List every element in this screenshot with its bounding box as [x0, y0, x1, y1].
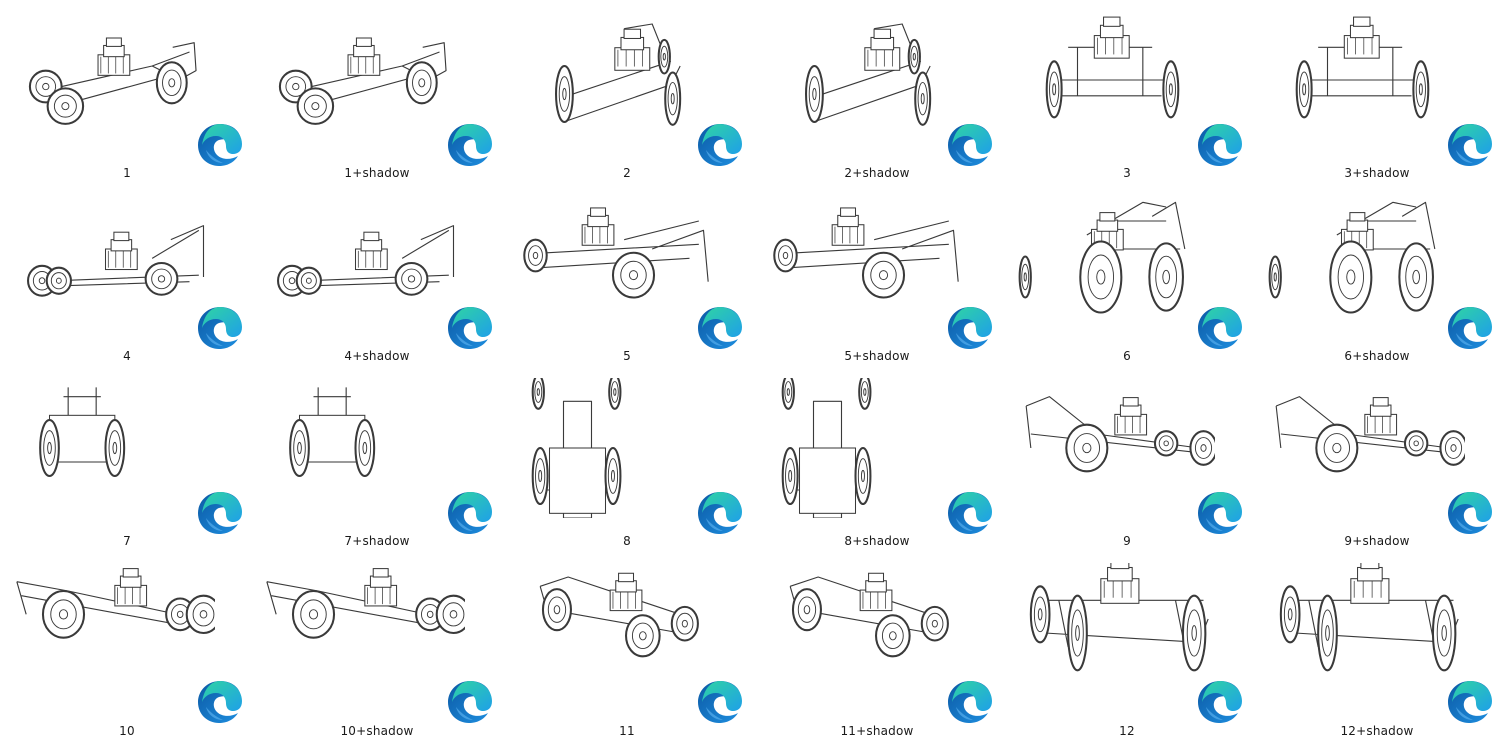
car-line-drawing-thumbnail [805, 23, 932, 126]
car-line-drawing-thumbnail [781, 378, 872, 518]
file-name-label: 9 [1123, 534, 1131, 548]
file-item[interactable]: 4+shadow [250, 183, 500, 368]
file-item[interactable]: 5+shadow [750, 183, 1000, 368]
file-name-label: 3+shadow [1344, 166, 1410, 180]
edge-browser-icon [698, 681, 742, 723]
file-name-label: 3 [1123, 166, 1131, 180]
file-name-label: 1+shadow [344, 166, 410, 180]
file-item[interactable]: 9+shadow [1250, 368, 1500, 553]
file-name-label: 2 [623, 166, 631, 180]
edge-browser-icon [1198, 681, 1242, 723]
car-line-drawing-thumbnail [277, 225, 455, 297]
edge-browser-icon [1448, 492, 1492, 534]
edge-browser-icon [448, 307, 492, 349]
edge-browser-icon [198, 124, 242, 166]
file-item[interactable]: 9 [1000, 368, 1250, 553]
file-name-label: 6+shadow [1344, 349, 1410, 363]
file-item[interactable]: 12+shadow [1250, 553, 1500, 749]
file-name-label: 1 [123, 166, 131, 180]
car-line-drawing-thumbnail [555, 23, 682, 126]
car-line-drawing-thumbnail [1279, 563, 1459, 672]
file-name-label: 7 [123, 534, 131, 548]
car-line-drawing-thumbnail [789, 572, 949, 658]
car-line-drawing-thumbnail [289, 387, 376, 478]
car-line-drawing-thumbnail [27, 225, 205, 297]
car-line-drawing-thumbnail [1275, 396, 1465, 473]
file-name-label: 9+shadow [1344, 534, 1410, 548]
file-item[interactable]: 8+shadow [750, 368, 1000, 553]
edge-browser-icon [698, 307, 742, 349]
file-name-label: 7+shadow [344, 534, 410, 548]
file-item[interactable]: 4 [0, 183, 250, 368]
file-name-label: 4+shadow [344, 349, 410, 363]
file-name-label: 8 [623, 534, 631, 548]
file-item[interactable]: 7+shadow [250, 368, 500, 553]
edge-browser-icon [698, 492, 742, 534]
file-name-label: 10 [119, 724, 135, 738]
edge-browser-icon [948, 492, 992, 534]
car-line-drawing-thumbnail [531, 378, 622, 518]
file-name-label: 11 [619, 724, 635, 738]
file-item[interactable]: 2+shadow [750, 0, 1000, 183]
edge-browser-icon [448, 124, 492, 166]
edge-browser-icon [198, 492, 242, 534]
file-item[interactable]: 7 [0, 368, 250, 553]
file-item[interactable]: 10+shadow [250, 553, 500, 749]
car-line-drawing-thumbnail [28, 37, 197, 125]
file-item[interactable]: 2 [500, 0, 750, 183]
file-item[interactable]: 11 [500, 553, 750, 749]
file-name-label: 6 [1123, 349, 1131, 363]
edge-browser-icon [1198, 492, 1242, 534]
file-item[interactable]: 6 [1000, 183, 1250, 368]
file-name-label: 2+shadow [844, 166, 910, 180]
file-item[interactable]: 11+shadow [750, 553, 1000, 749]
file-item[interactable]: 6+shadow [1250, 183, 1500, 368]
edge-browser-icon [948, 124, 992, 166]
file-name-label: 8+shadow [844, 534, 910, 548]
edge-browser-icon [1448, 124, 1492, 166]
edge-browser-icon [948, 307, 992, 349]
edge-browser-icon [698, 124, 742, 166]
edge-browser-icon [1198, 124, 1242, 166]
car-line-drawing-thumbnail [39, 387, 126, 478]
edge-browser-icon [1448, 681, 1492, 723]
file-item[interactable]: 3+shadow [1250, 0, 1500, 183]
file-name-label: 10+shadow [340, 724, 414, 738]
car-line-drawing-thumbnail [266, 568, 465, 639]
car-line-drawing-thumbnail [278, 37, 447, 125]
car-line-drawing-thumbnail [1018, 201, 1186, 314]
car-line-drawing-thumbnail [539, 572, 699, 658]
car-line-drawing-thumbnail [523, 207, 709, 299]
file-name-label: 11+shadow [840, 724, 914, 738]
file-item[interactable]: 12 [1000, 553, 1250, 749]
file-item[interactable]: 1+shadow [250, 0, 500, 183]
car-line-drawing-thumbnail [773, 207, 959, 299]
edge-browser-icon [448, 492, 492, 534]
file-name-label: 5 [623, 349, 631, 363]
file-name-label: 12+shadow [1340, 724, 1414, 738]
edge-browser-icon [948, 681, 992, 723]
file-item[interactable]: 3 [1000, 0, 1250, 183]
car-line-drawing-thumbnail [1045, 16, 1180, 119]
edge-browser-icon [198, 681, 242, 723]
edge-browser-icon [198, 307, 242, 349]
edge-browser-icon [448, 681, 492, 723]
file-name-label: 12 [1119, 724, 1135, 738]
edge-browser-icon [1198, 307, 1242, 349]
car-line-drawing-thumbnail [16, 568, 215, 639]
car-line-drawing-thumbnail [1025, 396, 1215, 473]
file-name-label: 4 [123, 349, 131, 363]
file-name-label: 5+shadow [844, 349, 910, 363]
car-line-drawing-thumbnail [1029, 563, 1209, 672]
car-line-drawing-thumbnail [1268, 201, 1436, 314]
edge-browser-icon [1448, 307, 1492, 349]
file-item[interactable]: 8 [500, 368, 750, 553]
file-item[interactable]: 10 [0, 553, 250, 749]
car-line-drawing-thumbnail [1295, 16, 1430, 119]
file-item[interactable]: 5 [500, 183, 750, 368]
file-item[interactable]: 1 [0, 0, 250, 183]
